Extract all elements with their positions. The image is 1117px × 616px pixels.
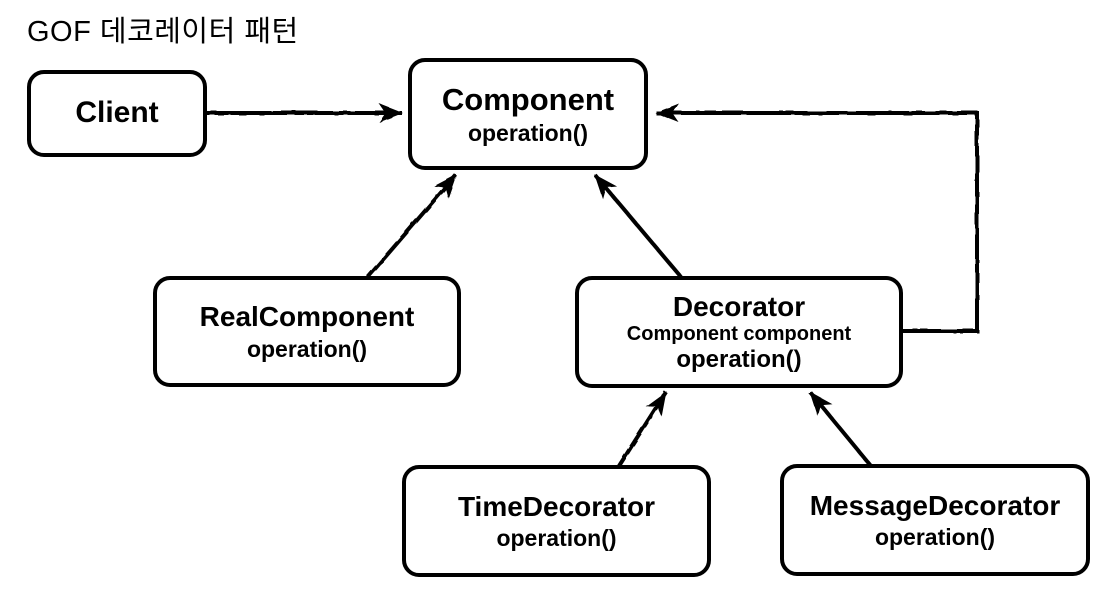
edge-realcomponent-to-component <box>366 173 458 279</box>
node-component-title: Component <box>441 82 615 118</box>
node-component-operation: operation() <box>467 119 589 146</box>
node-messagedecorator-operation: operation() <box>874 524 996 551</box>
node-decorator-title: Decorator <box>672 290 806 322</box>
node-realcomponent-title: RealComponent <box>199 301 415 333</box>
edge-decorator-to-component <box>593 173 683 279</box>
node-timedecorator-operation: operation() <box>496 525 617 552</box>
node-realcomponent: RealComponent operation() <box>153 276 461 387</box>
node-decorator: Decorator Component component operation(… <box>575 276 903 388</box>
edge-timedecorator-to-decorator <box>617 390 668 468</box>
node-decorator-field: Component component <box>626 322 852 345</box>
node-messagedecorator: MessageDecorator operation() <box>780 464 1090 576</box>
node-timedecorator-title: TimeDecorator <box>457 490 656 522</box>
node-realcomponent-operation: operation() <box>246 335 368 362</box>
node-client: Client <box>27 70 207 157</box>
node-timedecorator: TimeDecorator operation() <box>402 465 711 577</box>
node-decorator-operation: operation() <box>676 346 802 374</box>
node-component: Component operation() <box>408 58 648 170</box>
edge-messagedecorator-to-decorator <box>808 390 873 468</box>
page-title: GOF 데코레이터 패턴 <box>27 16 299 48</box>
node-client-title: Client <box>75 96 159 130</box>
node-messagedecorator-title: MessageDecorator <box>809 489 1061 521</box>
